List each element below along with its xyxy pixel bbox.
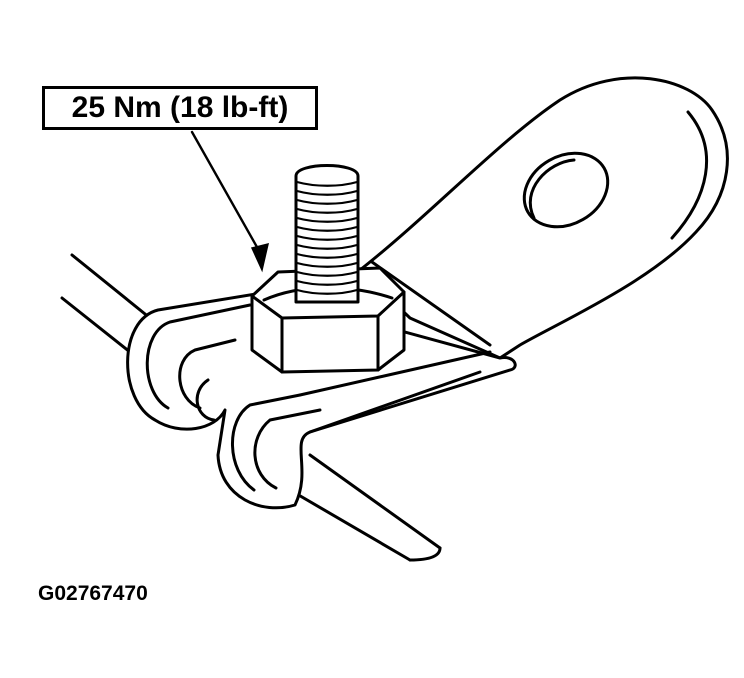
mounting-bracket (358, 76, 729, 360)
thread-line (296, 270, 358, 277)
thread-line (296, 198, 358, 205)
figure-id: G02767470 (38, 582, 148, 605)
thread-line (296, 207, 358, 214)
thread-line (296, 180, 358, 187)
torque-spec-text: 25 Nm (18 lb-ft) (71, 91, 289, 124)
thread-line (296, 225, 358, 232)
strap-clamp (126, 291, 517, 510)
thread-line (296, 243, 358, 250)
thread-line (296, 234, 358, 241)
thread-line (296, 288, 358, 295)
thread-line (296, 261, 358, 268)
thread-line (296, 189, 358, 196)
torque-spec-callout: 25 Nm (18 lb-ft) (42, 86, 318, 130)
thread-line (296, 279, 358, 286)
threaded-stud (294, 164, 360, 304)
thread-line (296, 216, 358, 223)
thread-line (296, 252, 358, 259)
bracket-hole (522, 151, 610, 229)
hex-nut (250, 266, 406, 374)
callout-leader (190, 130, 270, 273)
stud-threads (296, 180, 358, 295)
